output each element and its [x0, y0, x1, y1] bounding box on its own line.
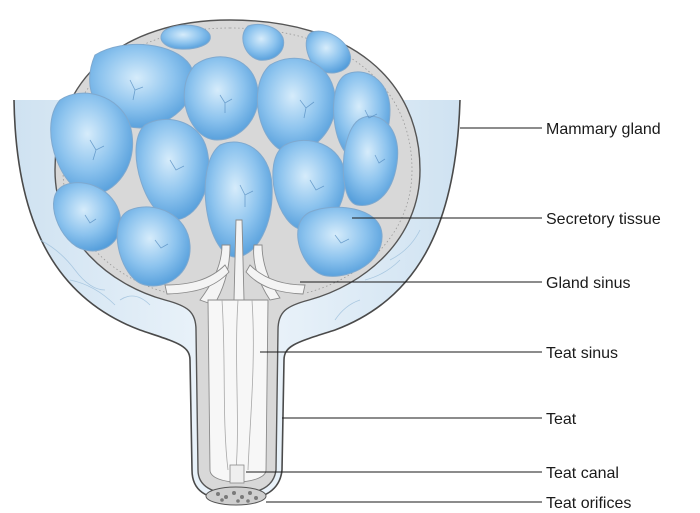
label-gland-sinus: Gland sinus	[546, 275, 631, 292]
teat-canal	[230, 465, 244, 483]
teat-orifices	[206, 487, 266, 505]
label-teat-sinus: Teat sinus	[546, 345, 618, 362]
label-teat: Teat	[546, 411, 577, 428]
label-teat-orifices: Teat orifices	[546, 495, 631, 512]
teat-sinus	[208, 300, 268, 482]
label-secretory-tissue: Secretory tissue	[546, 211, 661, 228]
label-mammary-gland: Mammary gland	[546, 121, 661, 138]
label-teat-canal: Teat canal	[546, 465, 619, 482]
